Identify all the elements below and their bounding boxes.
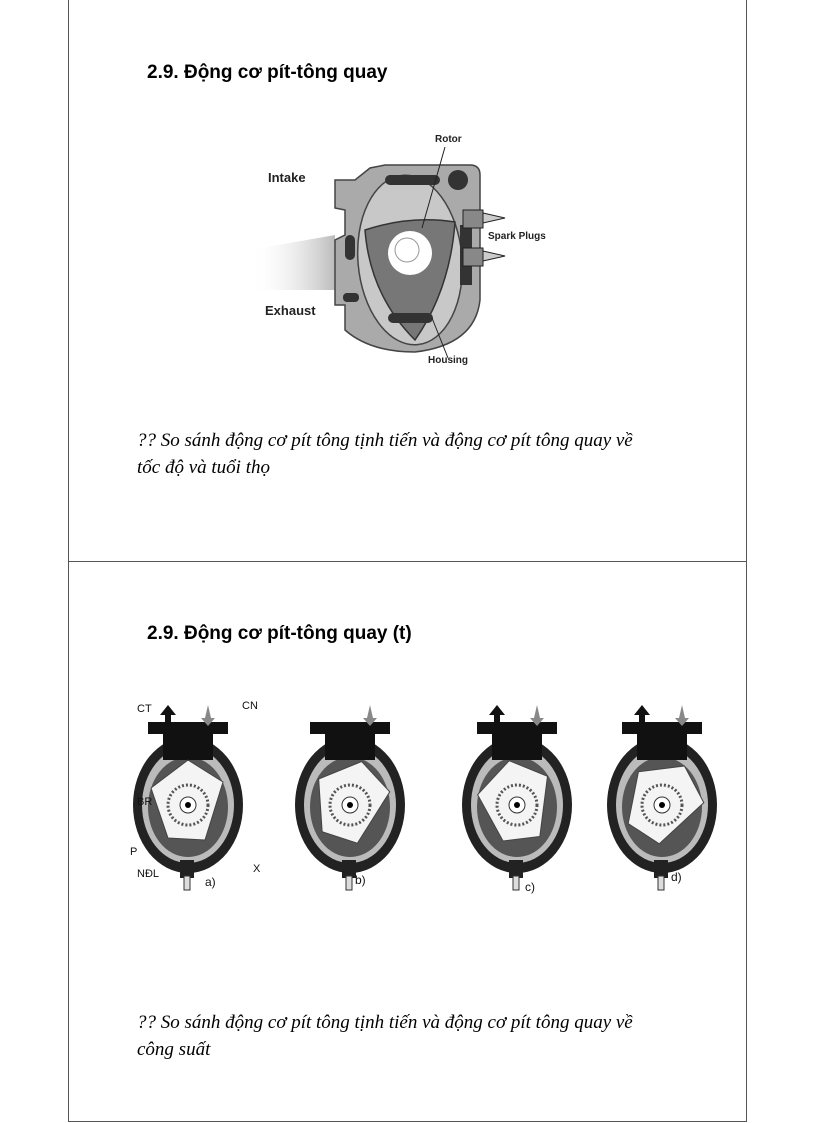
label-housing: Housing (428, 355, 468, 366)
slide-1-question: ?? So sánh động cơ pít tông tịnh tiến và… (137, 427, 697, 481)
engine-stage-b (295, 705, 405, 891)
label-cn: CN (242, 700, 258, 712)
label-ct: CT (137, 703, 152, 715)
label-rotor: Rotor (435, 134, 462, 145)
question-line: ?? So sánh động cơ pít tông tịnh tiến và… (137, 1012, 633, 1033)
slide-2 (68, 561, 747, 1122)
label-x: X (253, 863, 261, 875)
rotary-engine-diagram (250, 146, 506, 359)
slide-2-question: ?? So sánh động cơ pít tông tịnh tiến và… (137, 1009, 697, 1063)
engine-stage-d (607, 705, 717, 891)
label-p: P (130, 846, 138, 858)
engine-stage-c (462, 705, 572, 891)
stage-label-d: d) (671, 870, 682, 884)
engine-stage-a (133, 705, 243, 891)
label-spark-plugs: Spark Plugs (488, 231, 546, 242)
question-line: ?? So sánh động cơ pít tông tịnh tiến và… (137, 430, 633, 451)
stage-label-b: b) (355, 873, 366, 887)
stage-label-a: a) (205, 875, 216, 889)
label-ndl: NĐL (137, 868, 160, 880)
label-intake: Intake (268, 170, 306, 185)
label-exhaust: Exhaust (265, 303, 316, 318)
stage-label-c: c) (525, 880, 535, 894)
label-br: BR (137, 796, 153, 808)
slide-1-title: 2.9. Động cơ pít-tông quay (147, 62, 388, 83)
question-line: công suất (137, 1039, 211, 1060)
question-line: tốc độ và tuổi thọ (137, 457, 270, 478)
slide-2-title: 2.9. Động cơ pít-tông quay (t) (147, 623, 412, 644)
